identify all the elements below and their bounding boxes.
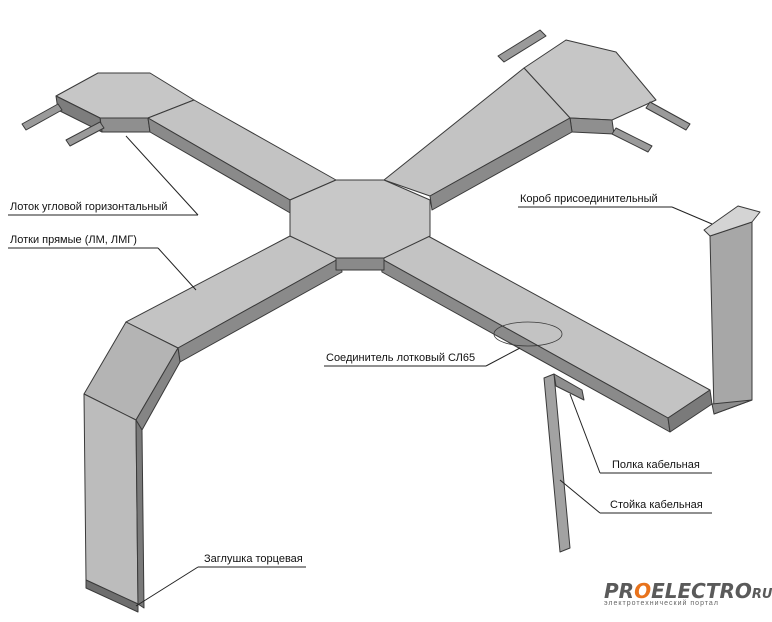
- leader-end-cap-diag: [135, 566, 199, 607]
- brand-logo: PROELECTRORU: [604, 579, 772, 603]
- label-tray-connector: Соединитель лотковый СЛ65: [326, 352, 476, 364]
- connector-box: [703, 205, 761, 415]
- brand-tagline: электротехнический портал: [604, 600, 719, 607]
- leader-tray-connector-diag: [485, 347, 521, 367]
- brand-part2: ELECTRO: [651, 579, 752, 603]
- leader-straight-trays-diag: [157, 247, 197, 291]
- leader-cable-shelf-diag: [569, 393, 601, 474]
- brand-o: O: [634, 579, 652, 603]
- leader-cable-rack-diag: [559, 479, 601, 514]
- label-end-cap: Заглушка торцевая: [204, 553, 303, 565]
- label-straight-trays: Лотки прямые (ЛМ, ЛМГ): [10, 234, 137, 246]
- straight-tray-lower-right: [379, 235, 713, 433]
- straight-tray-upper-right: [383, 67, 573, 211]
- vertical-tray-left: [83, 393, 145, 613]
- leader-corner-tray-diag: [125, 135, 199, 216]
- brand-part1: PR: [604, 579, 635, 603]
- leader-connector-box-diag: [671, 206, 713, 225]
- label-cable-rack: Стойка кабельная: [610, 499, 703, 511]
- label-cable-shelf: Полка кабельная: [612, 459, 700, 471]
- label-connector-box: Короб присоединительный: [520, 193, 658, 205]
- tray-connector-sl65: [493, 321, 563, 347]
- brand-suffix: RU: [751, 587, 772, 602]
- cable-rack: [543, 373, 585, 553]
- cross-tray-center: [289, 179, 431, 271]
- label-corner-tray: Лоток угловой горизонтальный: [10, 201, 168, 213]
- corner-tray-left: [21, 72, 195, 147]
